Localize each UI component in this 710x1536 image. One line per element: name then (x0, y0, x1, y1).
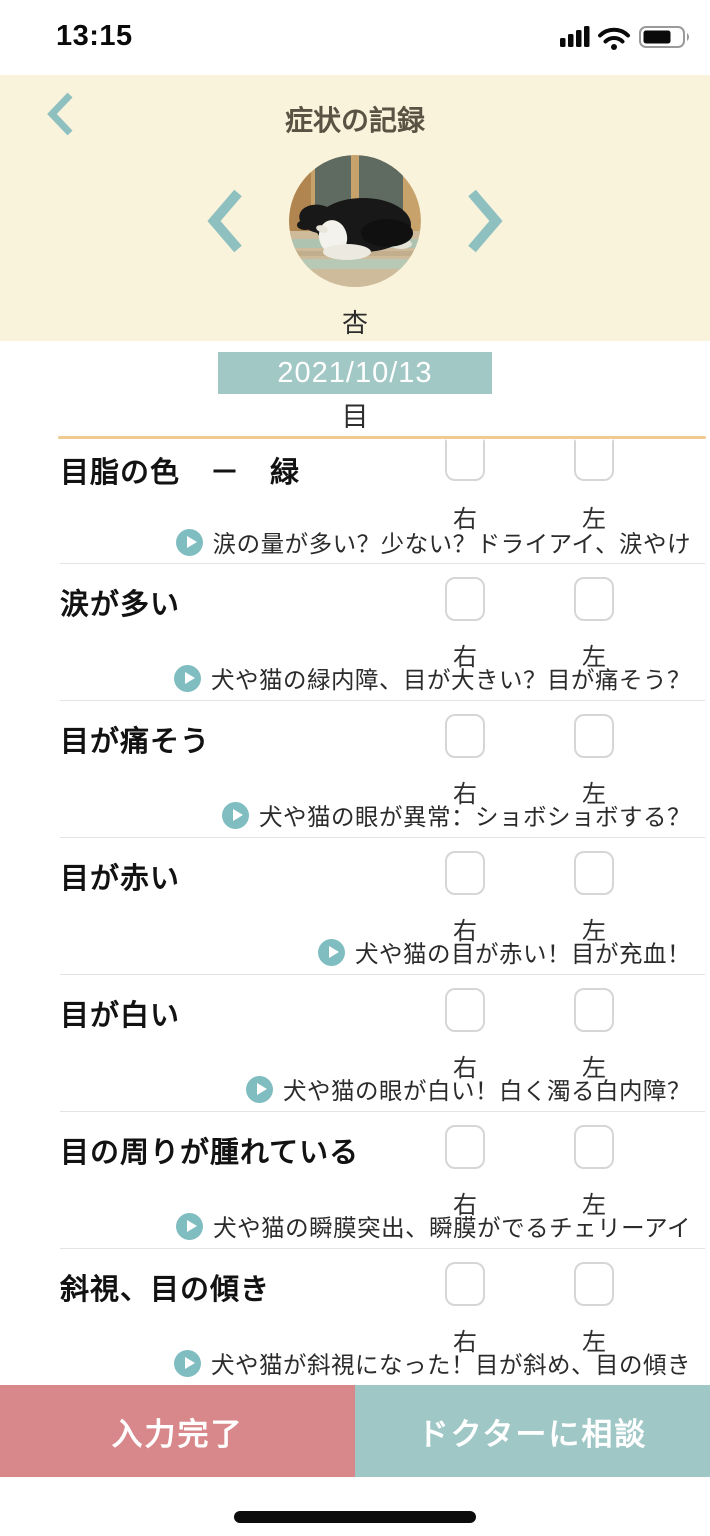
video-link[interactable]: 犬や猫の眼が白い！白く濁る白内障？ (246, 1072, 691, 1106)
video-link-label: 犬や猫が斜視になった！目が斜め、目の傾き (211, 1352, 691, 1378)
symptom-label: 涙が多い (60, 589, 181, 621)
symptom-label: 目が白い (60, 1000, 181, 1032)
video-link-label: 犬や猫の眼が異常：ショボショボする？ (259, 804, 691, 830)
left-label: 左 (582, 1055, 606, 1082)
checkbox-left-eye[interactable] (574, 851, 614, 895)
video-link-label: 犬や猫の緑内障、目が大きい？目が痛そう？ (211, 667, 691, 693)
home-indicator[interactable] (234, 1511, 476, 1523)
right-label: 右 (453, 918, 477, 945)
status-icons (560, 22, 694, 57)
play-icon (174, 664, 201, 692)
video-link-label: 涙の量が多い？少ない？ドライアイ、涙やけ (212, 531, 691, 557)
home-area (0, 1477, 710, 1536)
consult-doctor-button[interactable]: ドクターに相談 (355, 1385, 710, 1477)
play-icon (175, 528, 203, 556)
chevron-right-icon (468, 189, 503, 253)
video-link[interactable]: 犬や猫が斜視になった！目が斜め、目の傾き (174, 1346, 691, 1380)
video-link-label: 犬や猫の目が赤い！目が充血！ (355, 941, 691, 967)
left-label: 左 (582, 918, 606, 945)
section-divider (58, 436, 706, 439)
date-badge[interactable]: 2021/10/13 (218, 352, 492, 394)
status-time: 13:15 (56, 20, 133, 52)
checkbox-left-eye[interactable] (574, 577, 614, 621)
right-label: 右 (453, 781, 477, 808)
checkbox-left-eye[interactable] (574, 988, 614, 1032)
dog-photo-illustration (289, 155, 421, 287)
chevron-left-icon (207, 189, 242, 253)
checkbox-left-eye[interactable] (574, 1262, 614, 1306)
play-icon (318, 938, 345, 966)
right-label: 右 (453, 644, 477, 671)
symptom-label: 目脂の色 － 緑 (60, 457, 301, 489)
video-link[interactable]: 犬や猫の眼が異常：ショボショボする？ (222, 798, 691, 832)
right-label: 右 (453, 1329, 477, 1356)
left-label: 左 (582, 781, 606, 808)
bottom-action-bar: 入力完了 ドクターに相談 (0, 1385, 710, 1477)
back-button[interactable] (40, 89, 80, 141)
prev-pet-button[interactable] (205, 187, 245, 255)
checkbox-left-eye[interactable] (574, 714, 614, 758)
play-icon (222, 801, 249, 829)
symptom-label: 目が痛そう (60, 726, 211, 758)
symptom-row: 目脂の色 － 緑 右 左 涙の量が多い？少ない？ドライアイ、涙やけ (0, 439, 710, 563)
left-label: 左 (582, 1329, 606, 1356)
symptom-row: 目の周りが腫れている 右 左 犬や猫の瞬膜突出、瞬膜がでるチェリーアイ (0, 1111, 710, 1248)
video-link-label: 犬や猫の眼が白い！白く濁る白内障？ (283, 1078, 691, 1104)
pet-photo[interactable] (289, 155, 421, 287)
checkbox-right-eye[interactable] (445, 988, 485, 1032)
symptom-label: 斜視、目の傾き (60, 1274, 271, 1306)
play-icon (174, 1349, 201, 1377)
symptom-row: 目が赤い 右 左 犬や猫の目が赤い！目が充血！ (0, 837, 710, 974)
symptom-row: 目が白い 右 左 犬や猫の眼が白い！白く濁る白内障？ (0, 974, 710, 1111)
next-pet-button[interactable] (465, 187, 505, 255)
symptom-label: 目の周りが腫れている (60, 1137, 360, 1169)
checkbox-right-eye[interactable] (445, 577, 485, 621)
video-link[interactable]: 犬や猫の瞬膜突出、瞬膜がでるチェリーアイ (176, 1209, 691, 1243)
checkbox-right-eye[interactable] (445, 439, 485, 481)
section-title: 目 (341, 402, 369, 432)
checkbox-right-eye[interactable] (445, 714, 485, 758)
header: 症状の記録 (0, 75, 710, 341)
left-label: 左 (582, 1192, 606, 1219)
symptom-list: 目脂の色 － 緑 右 左 涙の量が多い？少ない？ドライアイ、涙やけ 涙が多い 右… (0, 439, 710, 1385)
symptom-row: 目が痛そう 右 左 犬や猫の眼が異常：ショボショボする？ (0, 700, 710, 837)
checkbox-right-eye[interactable] (445, 1125, 485, 1169)
pet-name: 杏 (341, 308, 368, 338)
input-complete-button[interactable]: 入力完了 (0, 1385, 355, 1477)
checkbox-right-eye[interactable] (445, 851, 485, 895)
checkbox-right-eye[interactable] (445, 1262, 485, 1306)
left-label: 左 (582, 506, 606, 533)
pet-carousel (0, 155, 710, 287)
right-label: 右 (453, 1055, 477, 1082)
video-link[interactable]: 涙の量が多い？少ない？ドライアイ、涙やけ (175, 525, 691, 559)
play-icon (246, 1075, 273, 1103)
left-label: 左 (582, 644, 606, 671)
right-label: 右 (453, 506, 477, 533)
status-bar: 13:15 (0, 0, 710, 75)
right-label: 右 (453, 1192, 477, 1219)
video-link[interactable]: 犬や猫の緑内障、目が大きい？目が痛そう？ (174, 661, 691, 695)
battery-icon (639, 26, 689, 48)
chevron-left-icon (47, 92, 73, 135)
video-link-label: 犬や猫の瞬膜突出、瞬膜がでるチェリーアイ (213, 1215, 691, 1241)
symptom-label: 目が赤い (60, 863, 181, 895)
wifi-icon (598, 27, 630, 50)
symptom-row: 斜視、目の傾き 右 左 犬や猫が斜視になった！目が斜め、目の傾き (0, 1248, 710, 1385)
checkbox-left-eye[interactable] (574, 1125, 614, 1169)
page-title: 症状の記録 (284, 105, 425, 136)
spacer (0, 341, 710, 352)
checkbox-left-eye[interactable] (574, 439, 614, 481)
play-icon (176, 1212, 204, 1240)
symptom-row: 涙が多い 右 左 犬や猫の緑内障、目が大きい？目が痛そう？ (0, 563, 710, 700)
video-link[interactable]: 犬や猫の目が赤い！目が充血！ (318, 935, 691, 969)
cellular-signal-icon (560, 26, 590, 47)
